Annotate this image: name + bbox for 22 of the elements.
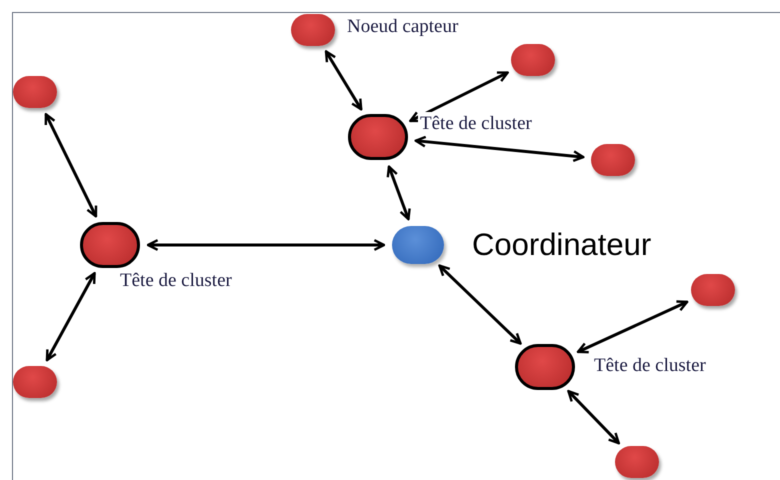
sensor-node [291,14,335,46]
sensor-node [691,274,735,306]
double-arrow [414,136,584,162]
double-arrow [386,165,411,220]
sensor-node [615,446,659,478]
sensor-node [13,76,57,108]
cluster-head-node [348,114,408,160]
double-arrow [438,264,522,345]
cluster-head-node [515,344,575,390]
double-arrow [324,50,362,111]
sensor-node [13,366,57,398]
double-arrow [576,300,688,354]
coordinator-node [392,226,444,264]
double-arrow [46,272,96,362]
sensor-node [511,44,555,76]
cluster-head-node [80,222,140,268]
node-caption: Tête de cluster [418,112,534,136]
double-arrow [44,113,98,218]
double-arrow [409,71,509,122]
sensor-node [591,144,635,176]
double-arrow [567,390,620,444]
double-arrow [146,239,386,251]
